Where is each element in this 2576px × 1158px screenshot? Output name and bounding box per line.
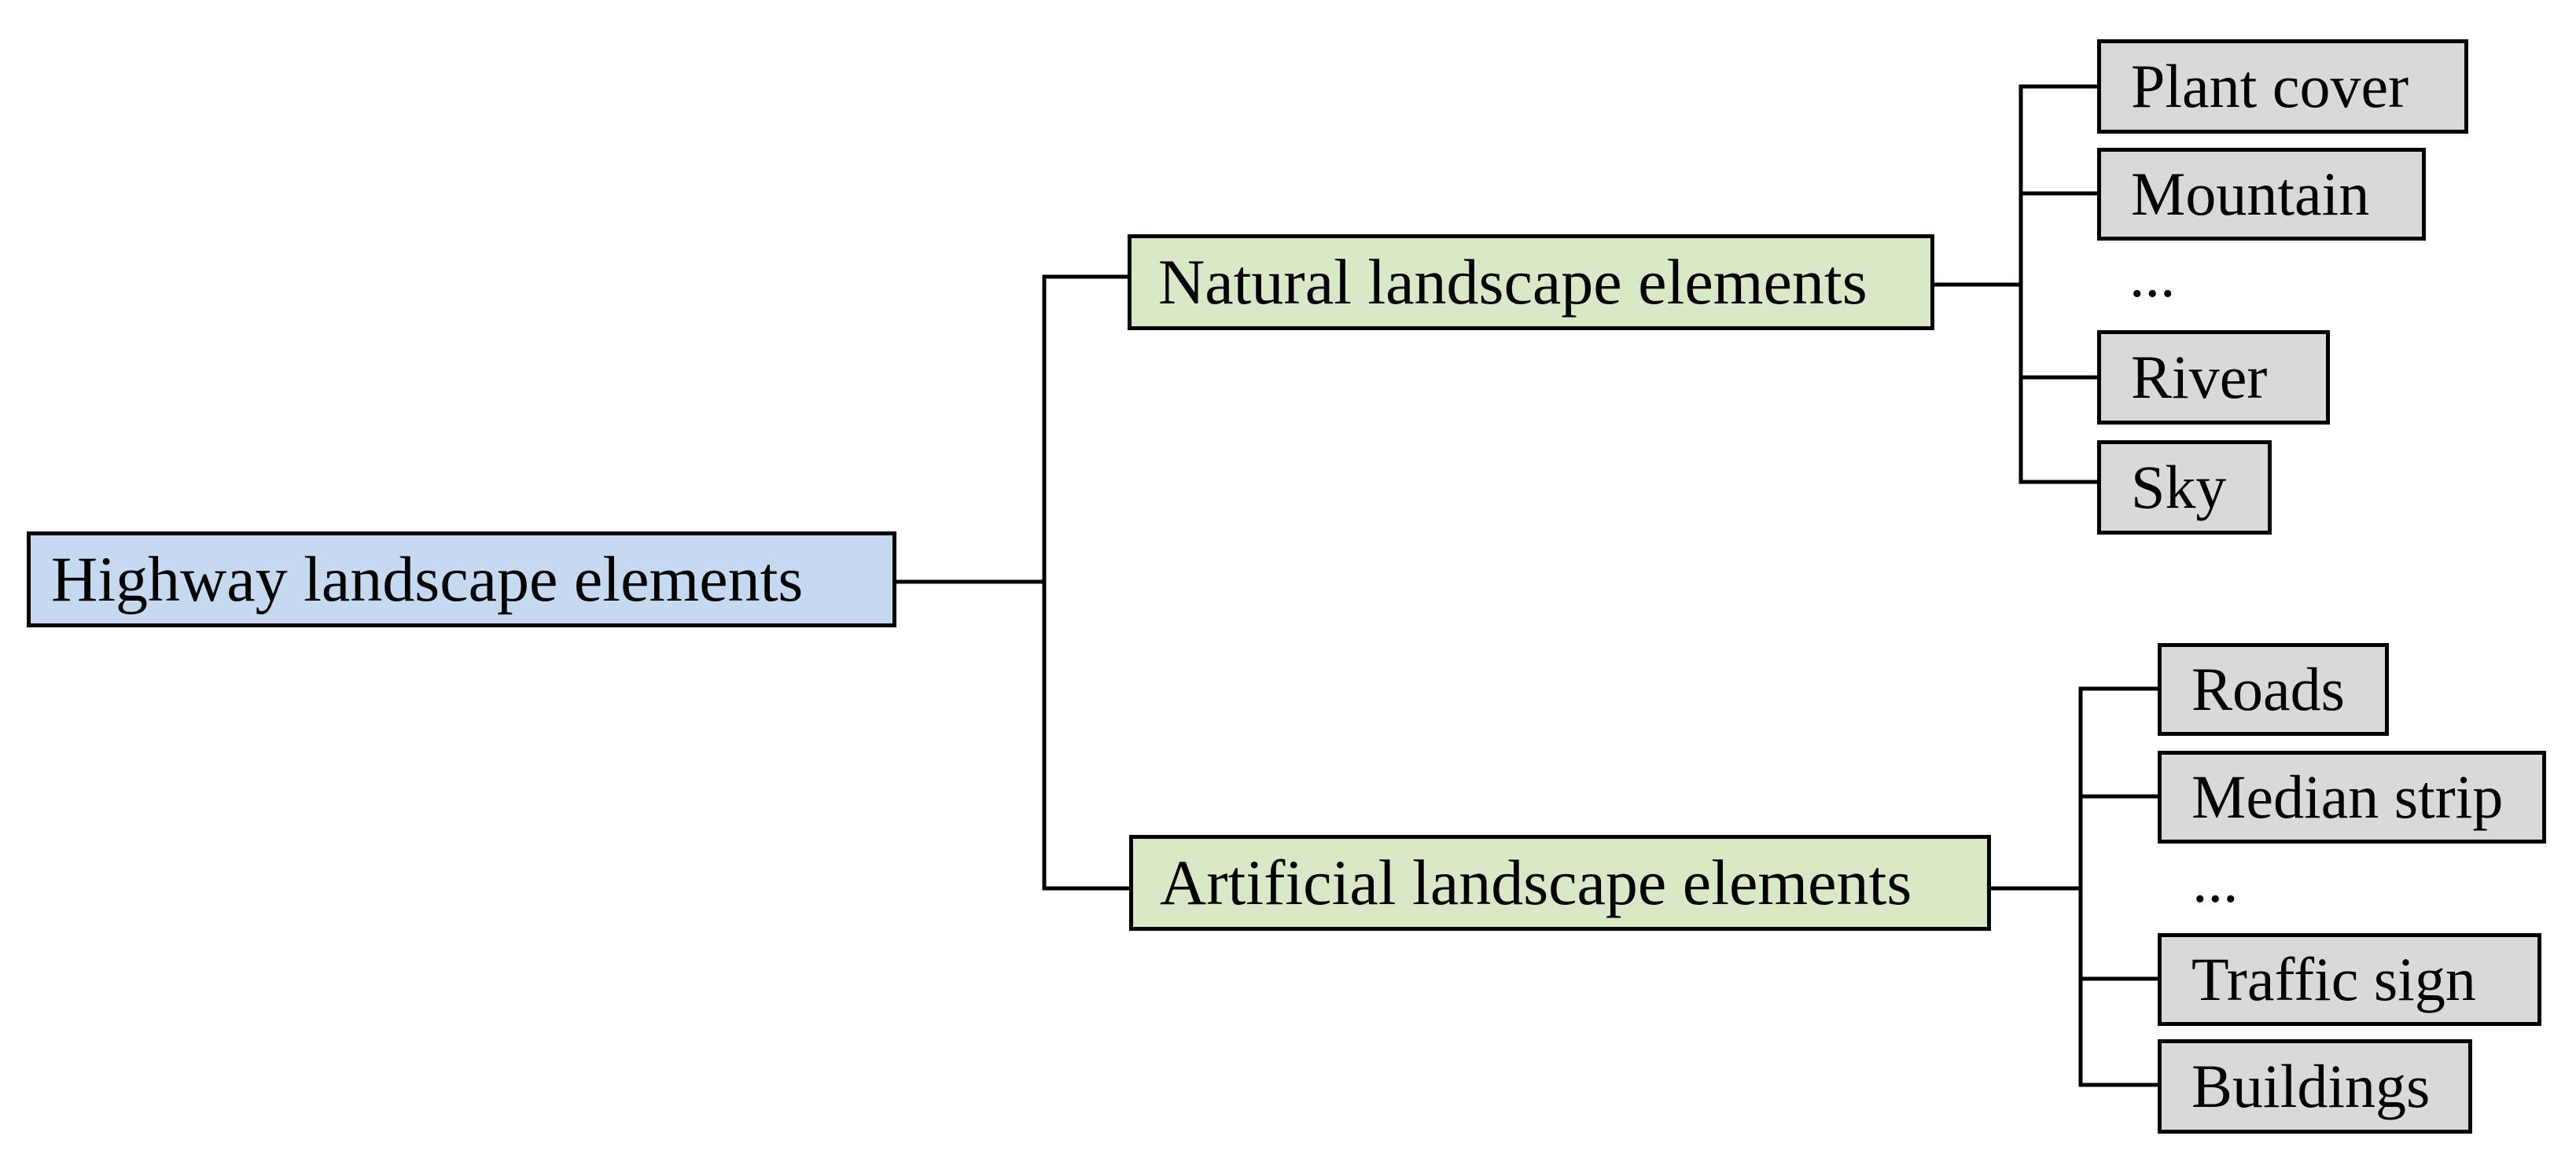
leaf-label: Buildings xyxy=(2191,1052,2431,1120)
leaf-node: Buildings xyxy=(2158,1039,2472,1134)
root-node: Highway landscape elements xyxy=(27,531,896,627)
leaf-node: Plant cover xyxy=(2097,39,2468,134)
leaf-label: River xyxy=(2131,343,2268,411)
leaf-label: Median strip xyxy=(2191,763,2504,831)
category-label: Artificial landscape elements xyxy=(1160,847,1912,918)
category-node-natural: Natural landscape elements xyxy=(1128,234,1934,330)
leaf-node: Sky xyxy=(2097,440,2272,535)
leaf-node: Median strip xyxy=(2158,751,2546,844)
leaf-label: Roads xyxy=(2191,655,2345,723)
leaf-label: Mountain xyxy=(2131,160,2370,228)
category-node-artificial: Artificial landscape elements xyxy=(1129,835,1991,931)
ellipsis: ... xyxy=(2192,847,2239,915)
leaf-node: Roads xyxy=(2158,643,2389,736)
leaf-node: Mountain xyxy=(2097,148,2426,241)
leaf-node: Traffic sign xyxy=(2158,933,2541,1026)
leaf-label: Plant cover xyxy=(2131,52,2409,120)
category-label: Natural landscape elements xyxy=(1158,246,1868,318)
leaf-node: River xyxy=(2097,330,2330,425)
leaf-label: Sky xyxy=(2131,453,2227,521)
root-label: Highway landscape elements xyxy=(51,543,804,615)
ellipsis: ... xyxy=(2129,241,2176,310)
leaf-label: Traffic sign xyxy=(2191,945,2476,1013)
